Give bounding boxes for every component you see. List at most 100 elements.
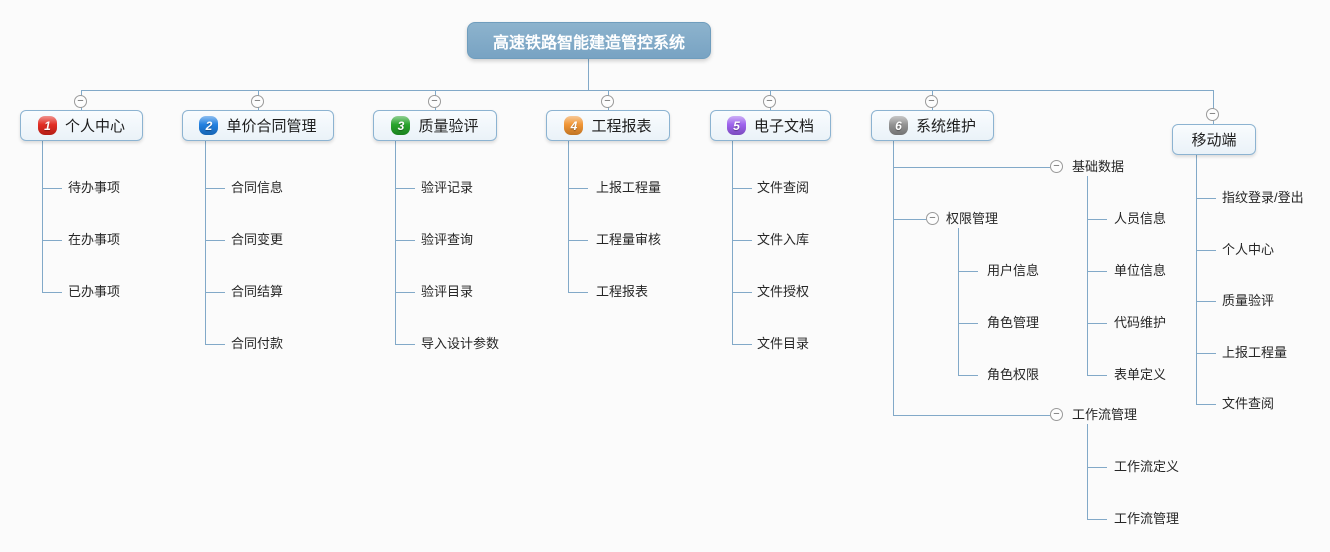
connector-line: [1087, 323, 1107, 324]
branch-node-system-maintenance[interactable]: 6 系统维护: [871, 110, 994, 141]
connector-line: [568, 141, 569, 292]
branch-label: 个人中心: [64, 118, 125, 135]
tree-leaf[interactable]: 合同变更: [231, 232, 284, 247]
connector-line: [1087, 467, 1107, 468]
connector-line: [732, 188, 752, 189]
connector-line: [732, 344, 752, 345]
tree-leaf[interactable]: 在办事项: [68, 232, 121, 247]
tree-leaf[interactable]: 表单定义: [1114, 367, 1167, 382]
tree-leaf[interactable]: 导入设计参数: [421, 336, 500, 351]
tree-leaf[interactable]: 上报工程量: [596, 180, 662, 195]
collapse-icon[interactable]: −: [925, 95, 938, 108]
tree-leaf[interactable]: 文件查阅: [757, 180, 810, 195]
connector-line: [958, 228, 959, 375]
collapse-icon[interactable]: −: [601, 95, 614, 108]
connector-line: [42, 292, 62, 293]
connector-line: [732, 141, 733, 344]
collapse-icon[interactable]: −: [1206, 108, 1219, 121]
tree-leaf[interactable]: 工程量审核: [596, 232, 662, 247]
connector-line: [205, 344, 225, 345]
collapse-icon[interactable]: −: [428, 95, 441, 108]
tree-leaf[interactable]: 已办事项: [68, 284, 121, 299]
collapse-icon[interactable]: −: [763, 95, 776, 108]
connector-line: [893, 167, 1050, 168]
connector-line: [81, 90, 1214, 91]
connector-line: [958, 375, 978, 376]
tree-leaf[interactable]: 上报工程量: [1222, 345, 1288, 360]
branch-node-unit-price-contract[interactable]: 2 单价合同管理: [182, 110, 334, 141]
collapse-icon[interactable]: −: [1050, 408, 1063, 421]
tree-leaf[interactable]: 用户信息: [987, 263, 1040, 278]
tree-leaf[interactable]: 合同信息: [231, 180, 284, 195]
tree-leaf[interactable]: 待办事项: [68, 180, 121, 195]
root-node[interactable]: 高速铁路智能建造管控系统: [467, 22, 711, 59]
branch-node-e-document[interactable]: 5 电子文档: [710, 110, 831, 141]
badge-2-icon: 2: [199, 116, 219, 135]
connector-line: [42, 188, 62, 189]
tree-leaf[interactable]: 合同付款: [231, 336, 284, 351]
connector-line: [1087, 519, 1107, 520]
connector-line: [1087, 176, 1088, 375]
branch-node-personal-center[interactable]: 1 个人中心: [20, 110, 143, 141]
branch-node-mobile[interactable]: 移动端: [1172, 124, 1256, 155]
connector-line: [1087, 424, 1088, 519]
connector-line: [893, 415, 1050, 416]
tree-leaf[interactable]: 文件授权: [757, 284, 810, 299]
connector-line: [1196, 404, 1216, 405]
collapse-icon[interactable]: −: [74, 95, 87, 108]
connector-line: [1087, 219, 1107, 220]
connector-line: [1196, 151, 1197, 404]
tree-leaf[interactable]: 文件入库: [757, 232, 810, 247]
badge-6-icon: 6: [888, 116, 908, 135]
connector-line: [568, 188, 588, 189]
collapse-icon[interactable]: −: [1050, 160, 1063, 173]
tree-leaf[interactable]: 个人中心: [1222, 242, 1275, 257]
tree-leaf[interactable]: 工作流管理: [1114, 511, 1180, 526]
connector-line: [395, 292, 415, 293]
connector-line: [395, 344, 415, 345]
connector-line: [958, 271, 978, 272]
connector-line: [1087, 375, 1107, 376]
tree-leaf[interactable]: 验评查询: [421, 232, 474, 247]
badge-1-icon: 1: [37, 116, 57, 135]
connector-line: [732, 240, 752, 241]
tree-leaf[interactable]: 文件目录: [757, 336, 810, 351]
subtree-workflow-management[interactable]: 工作流管理: [1072, 407, 1138, 422]
subtree-basic-data[interactable]: 基础数据: [1072, 159, 1125, 174]
tree-leaf[interactable]: 人员信息: [1114, 211, 1167, 226]
collapse-icon[interactable]: −: [251, 95, 264, 108]
connector-line: [732, 292, 752, 293]
connector-line: [1213, 90, 1214, 124]
tree-leaf[interactable]: 工程报表: [596, 284, 649, 299]
branch-node-engineering-report[interactable]: 4 工程报表: [546, 110, 670, 141]
connector-line: [205, 240, 225, 241]
tree-leaf[interactable]: 代码维护: [1114, 315, 1167, 330]
branch-label: 质量验评: [418, 118, 479, 135]
tree-leaf[interactable]: 指纹登录/登出: [1222, 190, 1304, 205]
tree-leaf[interactable]: 验评记录: [421, 180, 474, 195]
subtree-permission-management[interactable]: 权限管理: [946, 211, 999, 226]
tree-leaf[interactable]: 角色权限: [987, 367, 1040, 382]
tree-leaf[interactable]: 验评目录: [421, 284, 474, 299]
tree-leaf[interactable]: 工作流定义: [1114, 459, 1180, 474]
branch-label: 移动端: [1191, 132, 1237, 149]
connector-line: [205, 188, 225, 189]
connector-line: [42, 240, 62, 241]
connector-line: [893, 141, 894, 415]
tree-leaf[interactable]: 角色管理: [987, 315, 1040, 330]
tree-leaf[interactable]: 单位信息: [1114, 263, 1167, 278]
connector-line: [893, 219, 926, 220]
connector-line: [395, 188, 415, 189]
tree-leaf[interactable]: 合同结算: [231, 284, 284, 299]
connector-line: [205, 292, 225, 293]
badge-3-icon: 3: [391, 116, 411, 135]
connector-line: [568, 240, 588, 241]
tree-leaf[interactable]: 文件查阅: [1222, 396, 1275, 411]
connector-line: [42, 141, 43, 292]
connector-line: [1087, 271, 1107, 272]
collapse-icon[interactable]: −: [926, 212, 939, 225]
branch-node-quality-inspection[interactable]: 3 质量验评: [373, 110, 497, 141]
tree-leaf[interactable]: 质量验评: [1222, 293, 1275, 308]
branch-label: 系统维护: [915, 118, 976, 135]
